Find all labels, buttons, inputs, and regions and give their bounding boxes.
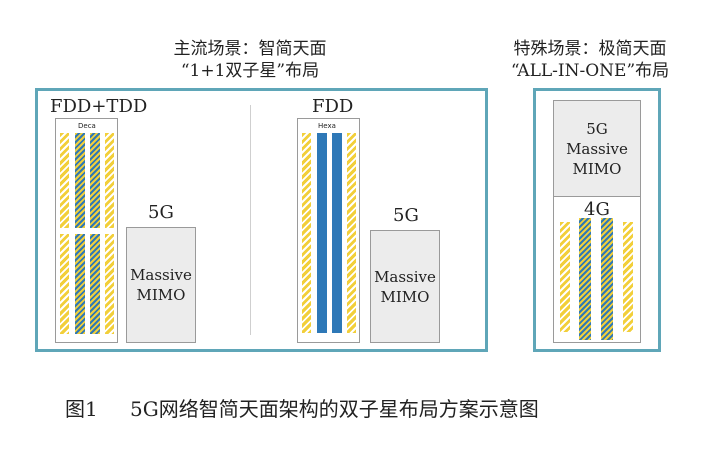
blue-element-column [332,133,342,333]
group1-label: FDD+TDD [50,96,148,117]
yellow-element-column [60,133,69,228]
group1-mimo-label: 5G [148,202,174,223]
right-header-line1: 特殊场景：极简天面 [513,39,667,59]
yellow-element-column [347,133,356,333]
yellow-element-column [105,234,114,334]
blue-element-column [90,133,100,228]
left-header: 主流场景：智简天面 “1+1双子星”布局 [145,38,355,82]
blue-element-column [601,218,613,340]
figure-number: 图1 [65,397,98,421]
blue-element-column [75,234,85,334]
yellow-element-column [560,222,570,332]
group2-mimo-label: 5G [393,205,419,226]
blue-element-column [90,234,100,334]
group2-massive-mimo-box: Massive MIMO [370,230,440,343]
blue-element-column [75,133,85,228]
group1-massive-mimo-box: Massive MIMO [126,227,196,343]
blue-element-column [579,218,591,340]
yellow-element-column [623,222,633,332]
right-header-line2: “ALL-IN-ONE”布局 [510,61,670,81]
yellow-element-column [302,133,311,333]
yellow-element-column [60,234,69,334]
all-in-one-massive-mimo-box: 5G Massive MIMO [553,100,641,197]
yellow-element-column [105,133,114,228]
blue-element-column [317,133,327,333]
panel-divider [250,105,251,335]
group2-label: FDD [312,96,354,117]
right-header: 特殊场景：极简天面 “ALL-IN-ONE”布局 [490,38,690,82]
group2-tag: Hexa [318,122,336,130]
left-header-line1: 主流场景：智简天面 [173,39,327,59]
all-in-one-4g-label: 4G [584,199,610,220]
figure-caption: 5G网络智简天面架构的双子星布局方案示意图 [130,397,539,421]
left-header-line2: “1+1双子星”布局 [180,61,320,81]
group1-tag: Deca [78,122,96,130]
